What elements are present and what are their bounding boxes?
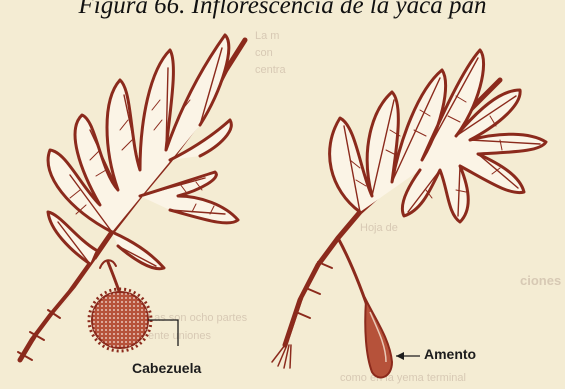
amento-catkin [365,300,392,377]
cabezuela-head [89,289,151,351]
amento-arrowhead [396,352,404,360]
amento-label: Amento [424,346,476,362]
right-branch-drawing [272,50,546,368]
cabezuela-label: Cabezuela [132,360,201,376]
cabezuela-leader [148,320,178,346]
